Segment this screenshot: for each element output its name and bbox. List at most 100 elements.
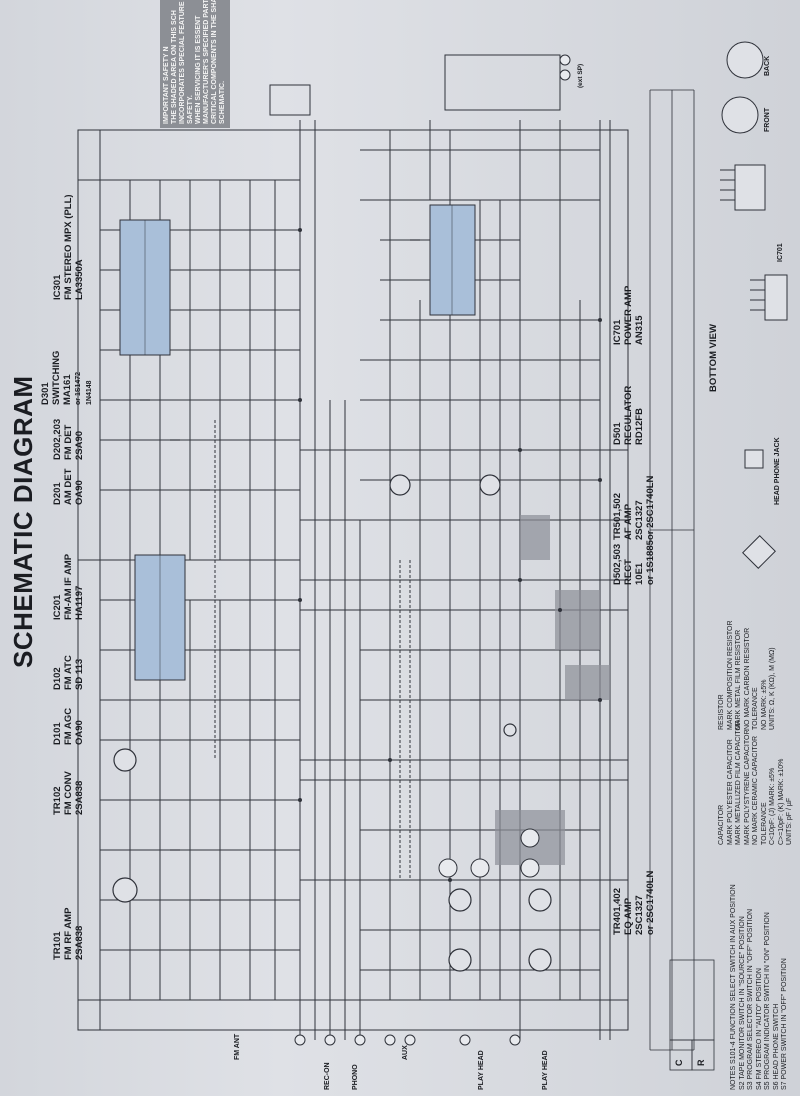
- label-d202: D202,203 FM DET 2SA90: [52, 419, 85, 460]
- ic-pin-label: IC701: [777, 243, 784, 262]
- ext-sp-label: (ext SP): [577, 63, 584, 88]
- label-line: TR101: [52, 931, 63, 960]
- label-line: FM DET: [63, 424, 74, 460]
- label-line: or 2SC1740LN: [645, 870, 656, 935]
- switch-notes: NOTES S101-4 FUNCTION SELECT SWITCH IN A…: [730, 884, 790, 1090]
- label-line: SD 113: [74, 658, 85, 690]
- note-line: C>=10pF: (K) MARK: ±10%: [777, 758, 785, 845]
- note-line: NO MARK CARBON RESISTOR: [743, 627, 751, 730]
- label-d101: D101 FM AGC OA90: [52, 708, 85, 745]
- label-line: 1N4148: [86, 380, 93, 405]
- row-c-label: C: [674, 1059, 684, 1067]
- note-line: S2 TAPE MONITOR SWITCH IN "SOURCE" POSIT…: [738, 916, 746, 1090]
- note-line: NOTES S101-4 FUNCTION SELECT SWITCH IN A…: [730, 884, 737, 1090]
- note-line: MARK POLYESTER CAPACITOR: [726, 739, 734, 845]
- label-line: D101: [52, 722, 63, 745]
- safety-line: SCHEMATIC.: [219, 80, 226, 124]
- note-line: RESISTOR: [718, 694, 725, 730]
- headphone-jack-label: HEAD PHONE JACK: [774, 437, 781, 505]
- label-ic701: IC701 POWER AMP AN315: [612, 286, 645, 345]
- note-line: CAPACITOR: [718, 804, 725, 845]
- label-d501: D501 REGULATOR RD12FB: [612, 386, 645, 445]
- label-tr102: TR102 FM CONV 2SA838: [52, 771, 85, 815]
- label-line: AN315: [634, 315, 645, 345]
- label-tr501: TR501,502 AF AMP 2SC1327 or 2SC1740LN: [612, 476, 656, 540]
- label-line: REGULATOR: [623, 385, 634, 445]
- capacitor-notes: CAPACITOR MARK POLYESTER CAPACITOR MARK …: [718, 720, 795, 845]
- label-line: FM-AM IF AMP: [63, 553, 74, 620]
- note-line: MARK METALLIZED FILM CAPACITOR: [735, 720, 742, 845]
- safety-note: IMPORTANT SAFETY N THE SHADED AREA ON TH…: [160, 0, 230, 128]
- label-line: D502,503: [612, 543, 623, 585]
- bottom-view-label: BOTTOM VIEW: [708, 324, 719, 392]
- label-line: RD12FB: [634, 408, 645, 445]
- note-line: C<10pF: (J) MARK: ±5%: [769, 767, 776, 845]
- safety-line: SAFETY.: [187, 95, 194, 124]
- label-line: TR102: [52, 786, 63, 815]
- label-line: FM AGC: [63, 707, 74, 745]
- fm-ant-label: FM ANT: [234, 1033, 241, 1060]
- label-line: 2SA838: [74, 925, 85, 960]
- safety-line: MANUFACTURER'S SPECIFIED PART: [203, 0, 210, 124]
- label-line: FM STEREO MPX (PLL): [63, 194, 74, 300]
- note-line: MARK POLYSTYRENE CAPACITOR: [743, 729, 751, 845]
- back-label: BACK: [764, 55, 771, 76]
- label-line: MA161: [62, 374, 73, 405]
- rec-on-label: REC-ON: [324, 1062, 331, 1090]
- label-line: IC201: [52, 594, 63, 620]
- label-line: FM ATC: [63, 655, 74, 690]
- safety-line: WHEN SERVICING IT IS ESSENT: [195, 15, 202, 124]
- resistor-notes: RESISTOR MARK COMPOSITION RESISTOR MARK …: [718, 620, 778, 730]
- label-line: AM DET: [63, 468, 74, 505]
- note-line: NO MARK CERAMIC CAPACITOR: [752, 735, 759, 845]
- label-line: LA3350A: [74, 259, 85, 300]
- label-line: D501: [612, 422, 623, 445]
- play-head-label-2: PLAY HEAD: [542, 1050, 549, 1090]
- label-line: FM CONV: [63, 771, 74, 815]
- diagram-title: SCHEMATIC DIAGRAM: [8, 375, 38, 668]
- label-tr101: TR101 FM RF AMP 2SA838: [52, 908, 85, 960]
- note-line: S3 PROGRAM SELECTOR SWITCH IN "OFF" POSI…: [747, 908, 754, 1090]
- note-line: UNITS: pF / µF: [786, 797, 793, 845]
- label-line: OA90: [74, 720, 85, 745]
- label-line: D202,203: [52, 418, 63, 460]
- note-line: MARK METAL FILM RESISTOR: [735, 629, 742, 730]
- note-line: S7 POWER SWITCH IN "OFF" POSITION: [781, 958, 788, 1090]
- label-ic301: IC301 FM STEREO MPX (PLL) LA3350A: [52, 194, 85, 300]
- label-line: FM RF AMP: [63, 907, 74, 960]
- label-line: D102: [52, 667, 63, 690]
- aux-label: AUX: [402, 1045, 409, 1060]
- label-line: SWITCHING: [51, 350, 62, 405]
- label-line: EQ AMP: [623, 897, 634, 935]
- label-line: IC301: [52, 274, 63, 300]
- row-r-label: R: [696, 1059, 706, 1067]
- label-line: or 2SC1740LN: [645, 475, 656, 540]
- label-ic201: IC201 FM-AM IF AMP HA1197: [52, 554, 85, 620]
- note-line: TOLERANCE: [752, 687, 759, 730]
- note-line: S6 HEAD PHONE SWITCH: [772, 1003, 780, 1090]
- note-line: UNITS: Ω, K (KΩ), M (MΩ): [769, 647, 776, 730]
- safety-line: THE SHADED AREA ON THIS SCH: [171, 10, 178, 124]
- label-line: OA90: [74, 480, 85, 505]
- label-line: or 1S1885: [645, 540, 656, 585]
- label-d301: D301 SWITCHING MA161 or 1S1472 1N4148: [40, 351, 95, 405]
- label-d102: D102 FM ATC SD 113: [52, 655, 85, 690]
- label-line: 2SC1327: [634, 500, 645, 540]
- label-line: RECT: [623, 559, 634, 585]
- front-label: FRONT: [764, 107, 771, 132]
- label-line: 2SC1327: [634, 895, 645, 935]
- safety-line: IMPORTANT SAFETY N: [163, 46, 170, 124]
- label-tr401: TR401,402 EQ AMP 2SC1327 or 2SC1740LN: [612, 871, 656, 935]
- label-line: or 1S1472: [75, 371, 82, 405]
- label-line: 2SA90: [74, 430, 85, 460]
- safety-line: CRITICAL COMPONENTS IN THE SHAD: [211, 0, 218, 124]
- label-line: D301: [40, 382, 51, 405]
- phono-label: PHONO: [352, 1064, 359, 1090]
- label-line: 10E1: [634, 562, 645, 585]
- label-line: IC701: [612, 319, 623, 345]
- label-line: AF AMP: [623, 503, 634, 540]
- label-line: D201: [52, 482, 63, 505]
- label-line: TR401,402: [612, 887, 623, 935]
